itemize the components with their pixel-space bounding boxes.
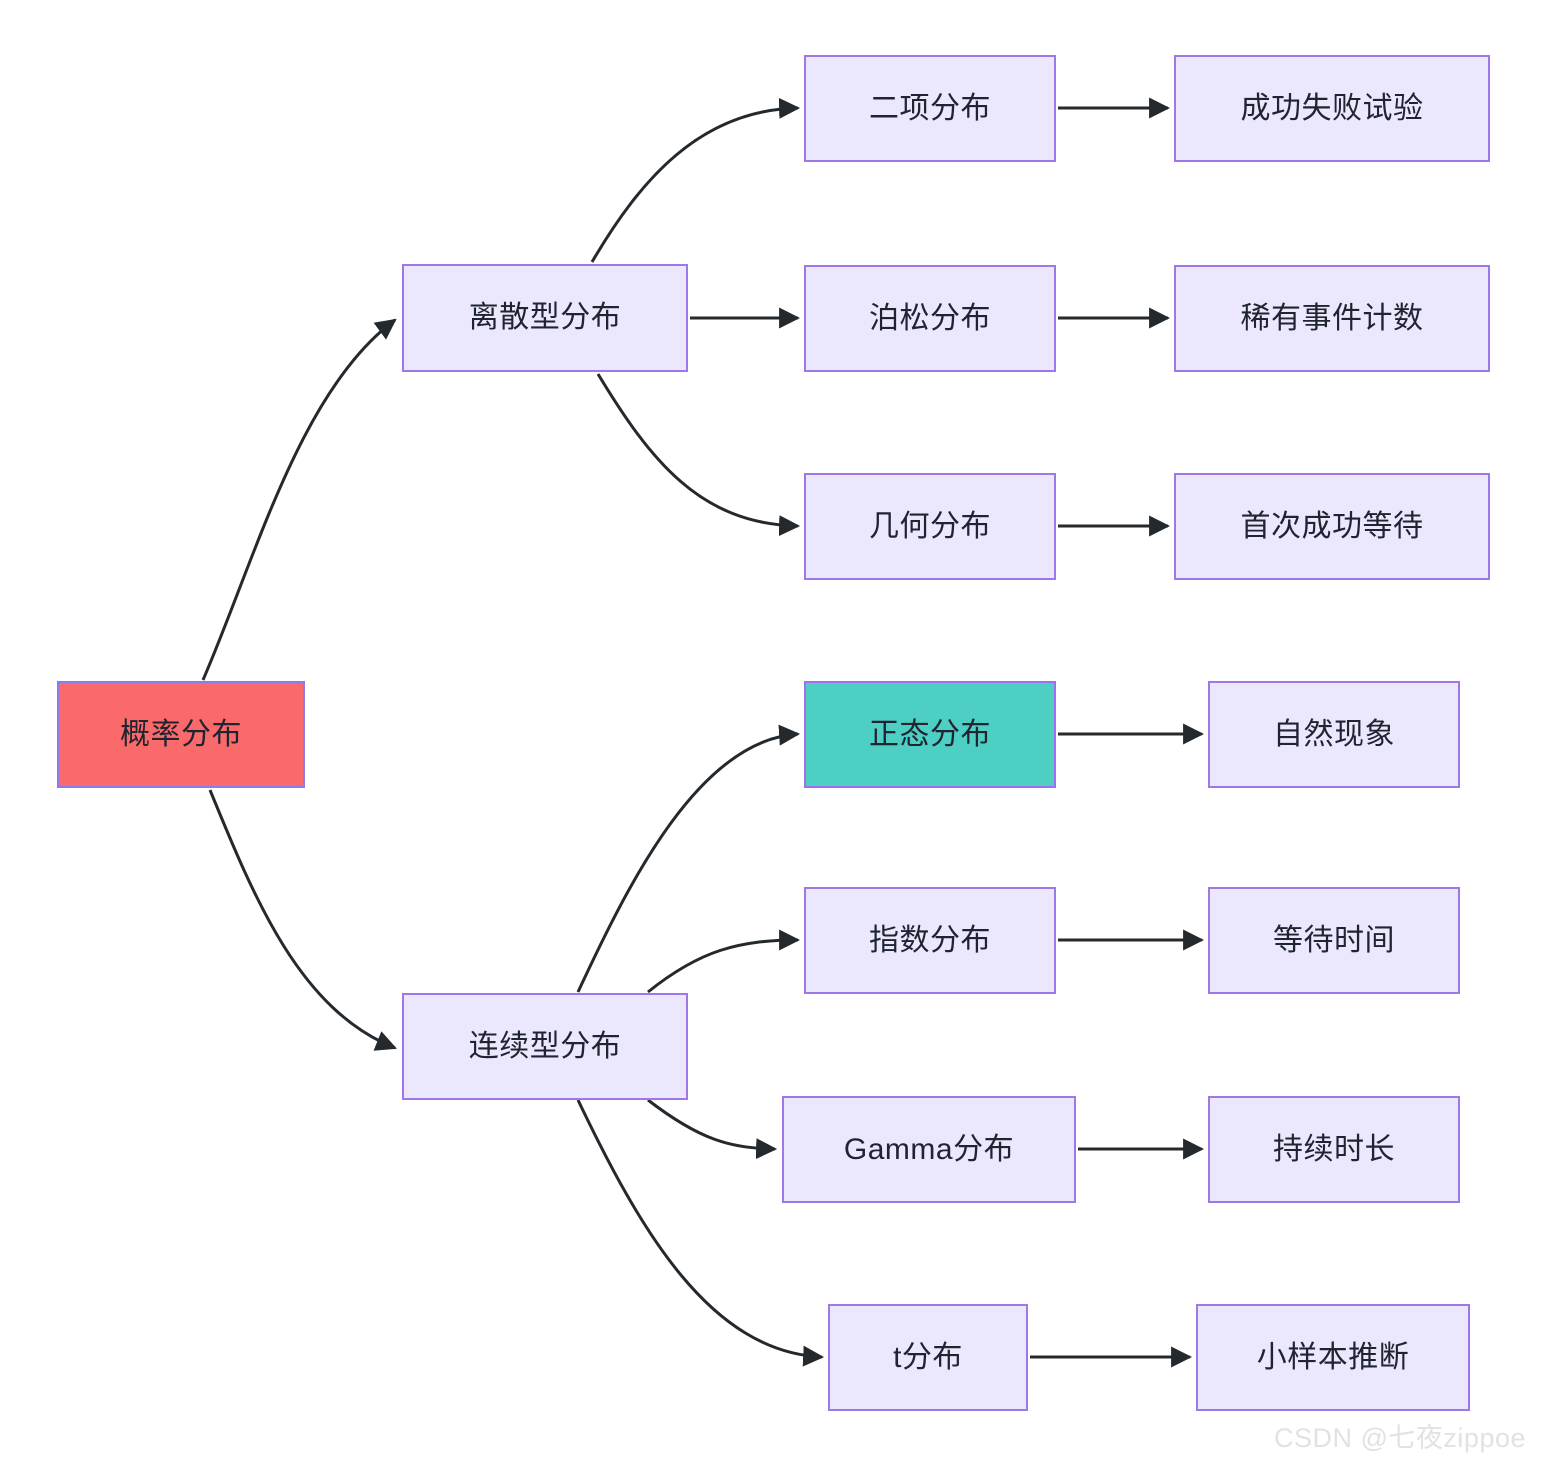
- edge-discrete-geometric: [596, 373, 801, 537]
- edge-root-discrete: [201, 318, 397, 681]
- node-normal-label: 正态分布: [869, 717, 991, 751]
- edge-root-continuous: [208, 789, 397, 1051]
- node-continuous[interactable]: 连续型分布: [402, 993, 688, 1100]
- edge-continuous-normal: [576, 724, 801, 993]
- node-binomial-label: 二项分布: [869, 91, 991, 125]
- node-gamma[interactable]: Gamma分布: [782, 1096, 1076, 1203]
- watermark: CSDN @七夜zippoe: [1274, 1423, 1526, 1453]
- edge-discrete-binomial: [590, 97, 801, 263]
- edge-continuous-gamma: [647, 1098, 778, 1160]
- node-continuous-label: 连续型分布: [468, 1029, 622, 1063]
- node-t-distribution-label: t分布: [893, 1340, 963, 1374]
- node-root[interactable]: 概率分布: [57, 681, 305, 788]
- node-poisson-label: 泊松分布: [869, 301, 991, 335]
- node-exponential-label: 指数分布: [869, 923, 991, 957]
- node-normal-use-label: 自然现象: [1273, 717, 1395, 751]
- node-geometric-use-label: 首次成功等待: [1240, 509, 1424, 543]
- node-discrete-label: 离散型分布: [468, 301, 622, 334]
- node-poisson-use-label: 稀有事件计数: [1240, 301, 1424, 335]
- node-normal[interactable]: 正态分布: [804, 681, 1056, 788]
- node-binomial[interactable]: 二项分布: [804, 55, 1056, 162]
- node-binomial-use[interactable]: 成功失败试验: [1174, 55, 1490, 162]
- node-gamma-use[interactable]: 持续时长: [1208, 1096, 1460, 1203]
- node-poisson-use[interactable]: 稀有事件计数: [1174, 265, 1490, 372]
- node-discrete[interactable]: 离散型分布: [402, 264, 688, 372]
- node-gamma-use-label: 持续时长: [1273, 1132, 1395, 1166]
- node-t-distribution-use[interactable]: 小样本推断: [1196, 1304, 1470, 1411]
- node-binomial-use-label: 成功失败试验: [1240, 91, 1424, 125]
- node-exponential-use[interactable]: 等待时间: [1208, 887, 1460, 994]
- node-geometric-use[interactable]: 首次成功等待: [1174, 473, 1490, 580]
- node-exponential[interactable]: 指数分布: [804, 887, 1056, 994]
- edge-continuous-exponential: [647, 929, 801, 994]
- node-root-label: 概率分布: [120, 717, 242, 751]
- node-normal-use[interactable]: 自然现象: [1208, 681, 1460, 788]
- node-geometric-label: 几何分布: [869, 509, 991, 543]
- node-poisson[interactable]: 泊松分布: [804, 265, 1056, 372]
- node-t-distribution-use-label: 小样本推断: [1256, 1340, 1410, 1374]
- node-exponential-use-label: 等待时间: [1273, 923, 1395, 957]
- node-gamma-label: Gamma分布: [843, 1132, 1015, 1166]
- node-geometric[interactable]: 几何分布: [804, 473, 1056, 580]
- node-t-distribution[interactable]: t分布: [828, 1304, 1028, 1411]
